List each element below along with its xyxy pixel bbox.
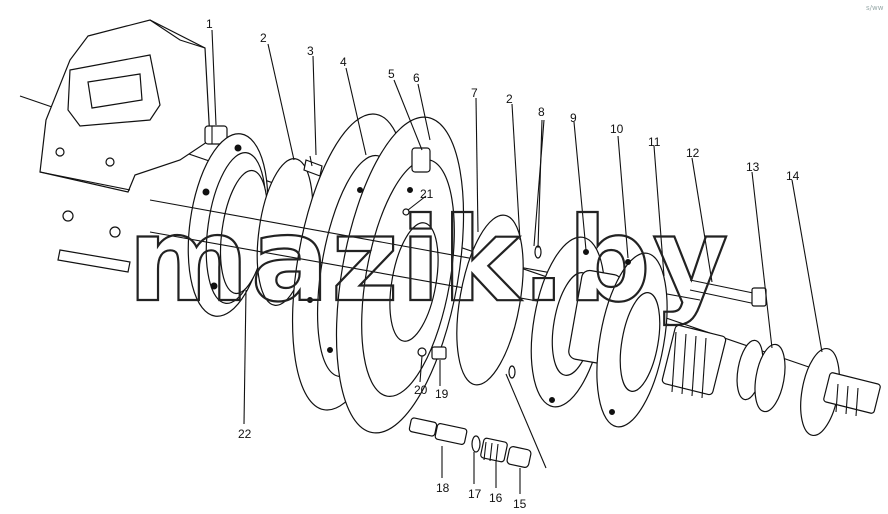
callout-11: 11 [648, 135, 661, 149]
part-17-ring [471, 435, 481, 453]
callout-19: 19 [435, 387, 449, 401]
callout-5: 5 [388, 67, 395, 81]
callout-2-left: 2 [260, 31, 267, 45]
part-15-cap [506, 446, 532, 468]
watermark: mazik.by [128, 193, 730, 328]
part-18-valve [408, 417, 468, 445]
callout-7: 7 [471, 86, 478, 100]
part-13-ring [754, 343, 786, 413]
callout-12: 12 [686, 146, 700, 160]
part-10-hub [596, 252, 668, 428]
housing [39, 19, 211, 273]
part-19-plug [431, 346, 447, 360]
part-14-end-cap [800, 347, 881, 437]
callout-8: 8 [538, 105, 545, 119]
callout-6: 6 [413, 71, 420, 85]
part-1-nut [204, 125, 228, 145]
callout-16: 16 [489, 491, 503, 505]
part-12-bolt [689, 279, 767, 307]
callout-15: 15 [513, 497, 527, 511]
callout-10: 10 [610, 122, 624, 136]
callout-3: 3 [307, 44, 314, 58]
part-7-ring [456, 214, 524, 386]
corner-mark: s/ww [866, 4, 884, 12]
part-21-pin [402, 208, 410, 216]
splined-shaft [661, 324, 764, 401]
callout-1: 1 [206, 17, 213, 31]
callout-20: 20 [414, 383, 428, 397]
part-9-hub [530, 236, 622, 408]
part-16-spring [480, 437, 508, 463]
callout-9: 9 [570, 111, 577, 125]
callout-17: 17 [468, 487, 482, 501]
callout-18: 18 [436, 481, 450, 495]
part-22-flange-ring [187, 133, 269, 317]
callout-13: 13 [746, 160, 760, 174]
callout-14: 14 [786, 169, 800, 183]
callout-4: 4 [340, 55, 347, 69]
leader-lines [211, 29, 823, 494]
callout-2-right: 2 [506, 92, 513, 106]
callout-21: 21 [420, 187, 434, 201]
callout-22: 22 [238, 427, 252, 441]
part-20-washer [417, 347, 427, 357]
